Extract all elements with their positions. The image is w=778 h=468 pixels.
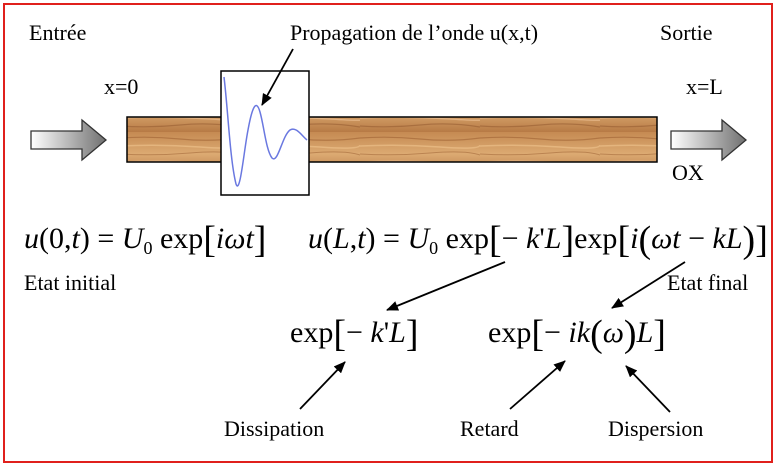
xL-label: x=L (686, 74, 723, 100)
retard-label: Retard (460, 416, 519, 442)
initial-equation: u(0,t) = U0 exp[iωt] (24, 218, 266, 262)
dispersion-label: Dispersion (608, 416, 703, 442)
propagation-label: Propagation de l’onde u(x,t) (290, 20, 538, 46)
input-arrow-icon (31, 120, 106, 160)
output-arrow-icon (671, 120, 746, 160)
dissipation-pointer (300, 362, 345, 409)
retard-pointer (510, 361, 565, 409)
dispersion-term: exp[− ik(ω)L] (488, 312, 666, 356)
dispersion-pointer (626, 366, 670, 412)
dissipation-term: exp[− k'L] (290, 312, 418, 356)
dissipation-term-pointer (387, 262, 505, 310)
sortie-label: Sortie (660, 20, 713, 46)
ox-label: OX (672, 160, 704, 186)
etat-initial-label: Etat initial (24, 270, 116, 296)
x0-label: x=0 (104, 74, 138, 100)
wooden-bar (127, 117, 657, 162)
entree-label: Entrée (29, 20, 86, 46)
final-equation: u(L,t) = U0 exp[− k'L]exp[i(ωt − kL)] (308, 218, 768, 262)
dissipation-label: Dissipation (224, 416, 324, 442)
etat-final-label: Etat final (667, 270, 748, 296)
